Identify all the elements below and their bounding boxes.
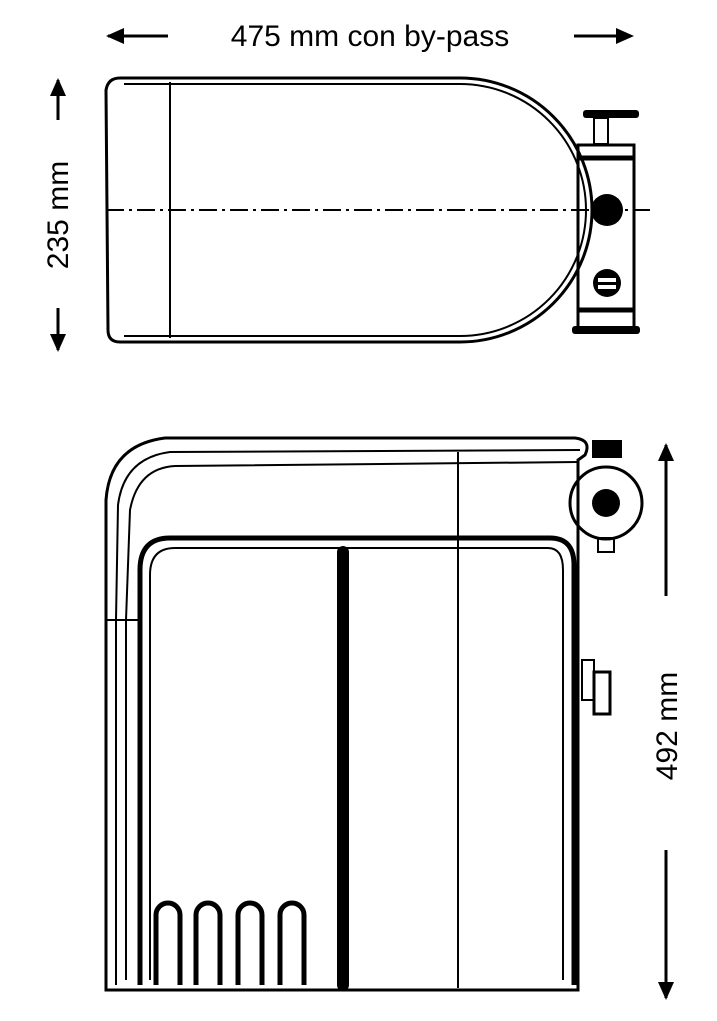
bottom-fins <box>153 900 307 985</box>
width-dimension: 475 mm con by-pass <box>106 20 634 53</box>
height-label: 492 mm <box>651 672 684 780</box>
width-label: 475 mm con by-pass <box>231 20 509 53</box>
depth-label: 235 mm <box>42 161 75 269</box>
depth-dimension: 235 mm <box>42 78 75 352</box>
top-view <box>104 76 650 344</box>
front-view <box>104 436 644 992</box>
height-dimension: 492 mm <box>651 443 684 1000</box>
bypass-valve-front <box>568 440 644 716</box>
bypass-valve-top <box>572 110 640 334</box>
